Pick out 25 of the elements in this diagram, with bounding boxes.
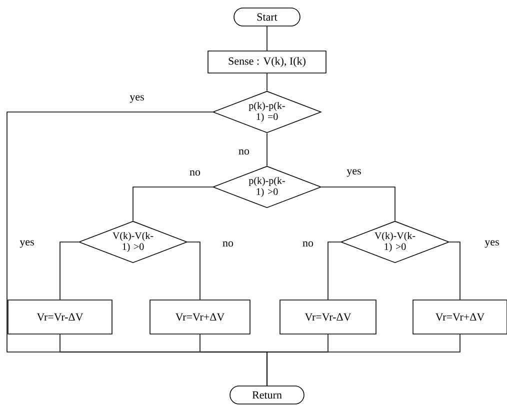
edge-label: no bbox=[222, 241, 234, 247]
edge-label: no bbox=[190, 170, 200, 176]
connector-line bbox=[132, 186, 213, 222]
connector-line bbox=[266, 73, 268, 92]
terminal-box: Start bbox=[234, 8, 300, 26]
edge-label: yes bbox=[484, 240, 499, 248]
terminal-box: Return bbox=[230, 386, 304, 404]
connector-line bbox=[266, 132, 268, 166]
process-box: Vr=Vr+ΔV bbox=[150, 300, 250, 334]
process-box: Vr=Vr+ΔV bbox=[412, 300, 507, 334]
connector-line bbox=[60, 242, 79, 300]
edge-label: yes bbox=[130, 95, 144, 103]
connector-line bbox=[321, 186, 396, 222]
edge-label: yes bbox=[346, 169, 361, 177]
connector-line bbox=[449, 242, 460, 300]
edge-label: no bbox=[238, 149, 250, 155]
edge-label: no bbox=[302, 241, 314, 247]
connector-line bbox=[328, 242, 341, 300]
process-box: Sense : V(k), I(k) bbox=[208, 50, 326, 74]
connector-line bbox=[266, 334, 460, 386]
edge-label: yes bbox=[20, 240, 34, 248]
process-box: Vr=Vr-ΔV bbox=[280, 300, 376, 334]
connector-line bbox=[266, 26, 268, 51]
connector-line bbox=[187, 242, 200, 300]
process-box: Vr=Vr-ΔV bbox=[8, 300, 112, 334]
